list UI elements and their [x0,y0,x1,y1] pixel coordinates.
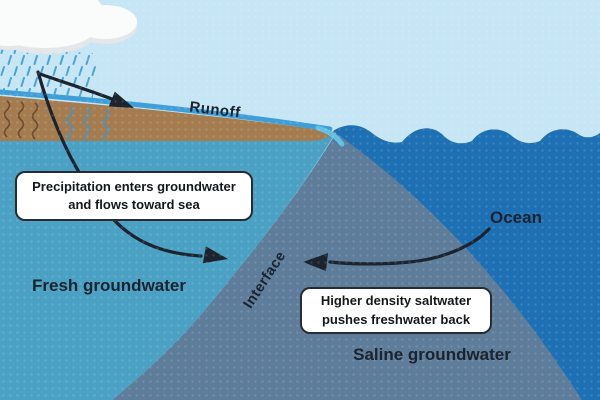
coast-water-strip [315,125,345,147]
ocean-label: Ocean [490,208,542,227]
arrow-saltwater [303,227,491,271]
ocean-region [333,125,600,400]
fresh-groundwater-label: Fresh groundwater [32,276,186,295]
precipitation-callout: Precipitation enters groundwater and flo… [15,171,253,221]
infiltration-squiggles [3,100,110,143]
rain [0,46,100,102]
soil-region [0,96,336,141]
precipitation-callout-line2: and flows toward sea [68,197,200,212]
arrow-runoff [38,72,134,108]
saltwater-callout-line1: Higher density saltwater [320,293,472,309]
saltwater-callout-line2: pushes freshwater back [321,311,471,327]
saltwater-callout: Higher density saltwater pushes freshwat… [300,287,492,334]
cloud [0,0,137,54]
precipitation-callout-line1: Precipitation enters groundwater [32,178,236,194]
saline-groundwater-label: Saline groundwater [353,345,511,364]
